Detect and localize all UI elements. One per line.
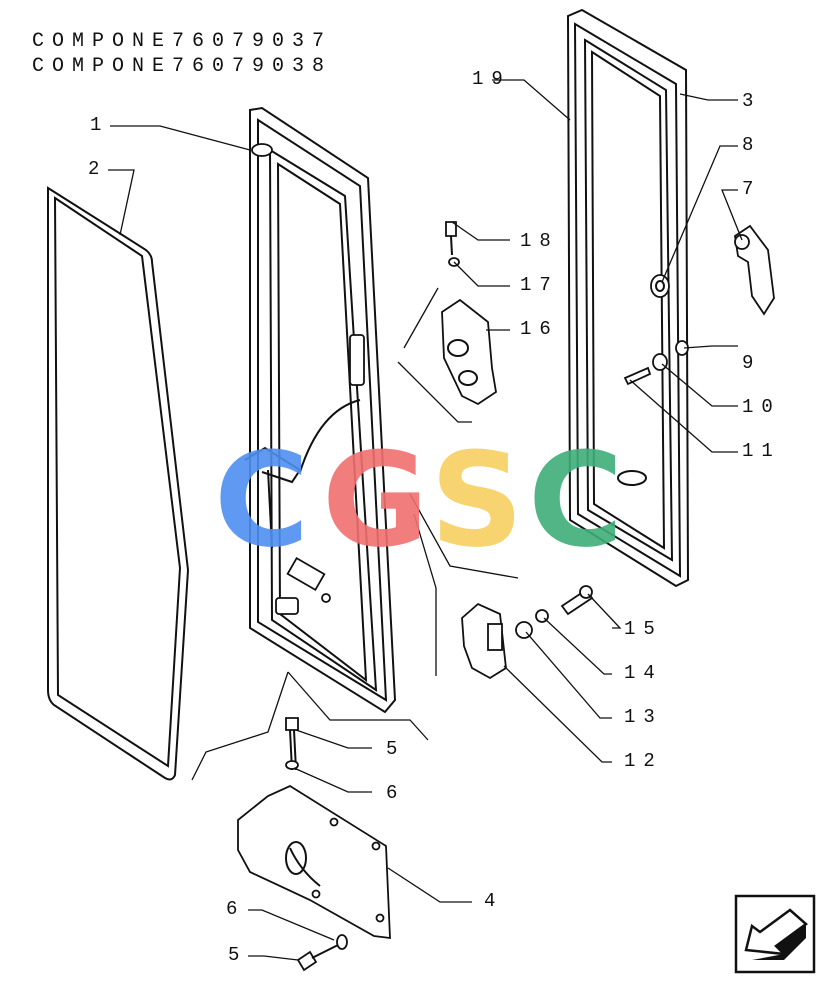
callout-1: 1 — [90, 114, 109, 136]
part-code-1: COMPONE76079037 — [32, 30, 333, 53]
callout-8: 8 — [742, 134, 761, 156]
callout-13: 13 — [624, 706, 663, 728]
callouts: 1 2 19 3 8 7 18 17 16 9 10 11 15 14 13 1… — [88, 68, 781, 966]
callout-14: 14 — [624, 662, 663, 684]
callout-5-top: 5 — [386, 738, 405, 760]
callout-10: 10 — [742, 396, 781, 418]
callout-19: 19 — [472, 68, 511, 90]
back-arrow-button[interactable] — [734, 894, 816, 974]
watermark-letter-2: G — [322, 424, 429, 576]
leader-lines — [108, 79, 743, 961]
watermark-letter-1: C — [214, 424, 309, 576]
callout-6-bottom: 6 — [226, 898, 245, 920]
watermark-letter-4: C — [528, 424, 623, 576]
arrow-back-icon — [744, 908, 808, 960]
callout-18: 18 — [520, 230, 559, 252]
callout-16: 16 — [520, 318, 559, 340]
callout-5-bottom: 5 — [228, 944, 247, 966]
callout-6-top: 6 — [386, 782, 405, 804]
watermark: C G S C — [214, 424, 623, 576]
callout-4: 4 — [484, 890, 503, 912]
hinge-latch — [461, 585, 594, 680]
callout-7: 7 — [742, 178, 761, 200]
callout-9: 9 — [742, 352, 761, 374]
watermark-letter-3: S — [430, 424, 524, 576]
callout-15: 15 — [624, 618, 663, 640]
door-frame — [244, 106, 397, 714]
part-code-2: COMPONE76079038 — [32, 55, 333, 78]
bottom-cover — [237, 717, 391, 972]
callout-12: 12 — [624, 750, 663, 772]
callout-11: 11 — [742, 440, 781, 462]
callout-17: 17 — [520, 274, 559, 296]
callout-2: 2 — [88, 158, 107, 180]
latch-bracket — [441, 221, 497, 406]
callout-3: 3 — [742, 90, 761, 112]
glass-panel — [47, 186, 190, 781]
